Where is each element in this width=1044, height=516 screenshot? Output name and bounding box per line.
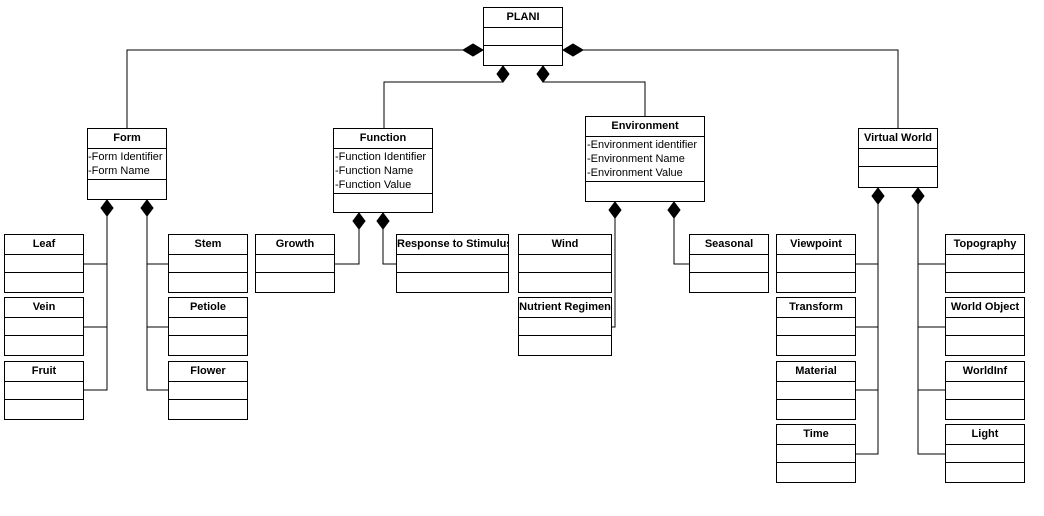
class-worldinf: WorldInf (945, 361, 1025, 420)
composition-diamond (667, 201, 681, 219)
class-leaf: Leaf (4, 234, 84, 293)
class-function: Function -Function Identifier -Function … (333, 128, 433, 213)
connector-form-right (146, 210, 168, 391)
class-attributes: -Function Identifier -Function Name -Fun… (334, 149, 432, 194)
class-title: Virtual World (859, 129, 937, 149)
class-title: Function (334, 129, 432, 149)
composition-diamond (376, 212, 390, 230)
class-topography: Topography (945, 234, 1025, 293)
composition-diamond (462, 43, 484, 57)
class-fruit: Fruit (4, 361, 84, 420)
class-attributes: -Environment identifier -Environment Nam… (586, 137, 704, 182)
class-plani: PLANI (483, 7, 563, 66)
composition-diamond (871, 187, 885, 205)
class-seasonal: Seasonal (689, 234, 769, 293)
composition-diamond (608, 201, 622, 219)
composition-diamond (352, 212, 366, 230)
class-material: Material (776, 361, 856, 420)
composition-diamond (562, 43, 584, 57)
connector-plani-virtual-world (563, 49, 899, 128)
class-light: Light (945, 424, 1025, 483)
class-environment: Environment -Environment identifier -Env… (585, 116, 705, 202)
class-stem: Stem (168, 234, 248, 293)
class-time: Time (776, 424, 856, 483)
connector-nutrient (612, 210, 616, 328)
composition-diamond (100, 199, 114, 217)
class-attributes: -Form Identifier -Form Name (88, 149, 166, 180)
class-world-object: World Object (945, 297, 1025, 356)
class-viewpoint: Viewpoint (776, 234, 856, 293)
connector-seasonal (673, 210, 689, 265)
connector-response (382, 221, 396, 265)
composition-diamond (911, 187, 925, 205)
connector-plani-environment (543, 81, 646, 116)
class-title: Environment (586, 117, 704, 137)
composition-diamond (536, 65, 550, 83)
class-virtual-world: Virtual World (858, 128, 938, 188)
class-wind: Wind (518, 234, 612, 293)
class-petiole: Petiole (168, 297, 248, 356)
connector-form-left (84, 210, 108, 391)
class-growth: Growth (255, 234, 335, 293)
connector-plani-form (126, 49, 483, 128)
composition-diamond (140, 199, 154, 217)
connector-plani-function (383, 81, 503, 128)
class-transform: Transform (776, 297, 856, 356)
class-nutrient-regimen: Nutrient Regimen (518, 297, 612, 356)
class-response-to-stimulus: Response to Stimulus (396, 234, 509, 293)
class-vein: Vein (4, 297, 84, 356)
class-form: Form -Form Identifier -Form Name (87, 128, 167, 200)
class-flower: Flower (168, 361, 248, 420)
composition-diamond (496, 65, 510, 83)
class-title: Form (88, 129, 166, 149)
connector-growth (335, 221, 360, 265)
class-title: PLANI (484, 8, 562, 28)
connector-vw-left (856, 196, 879, 455)
connector-vw-right (917, 196, 945, 455)
